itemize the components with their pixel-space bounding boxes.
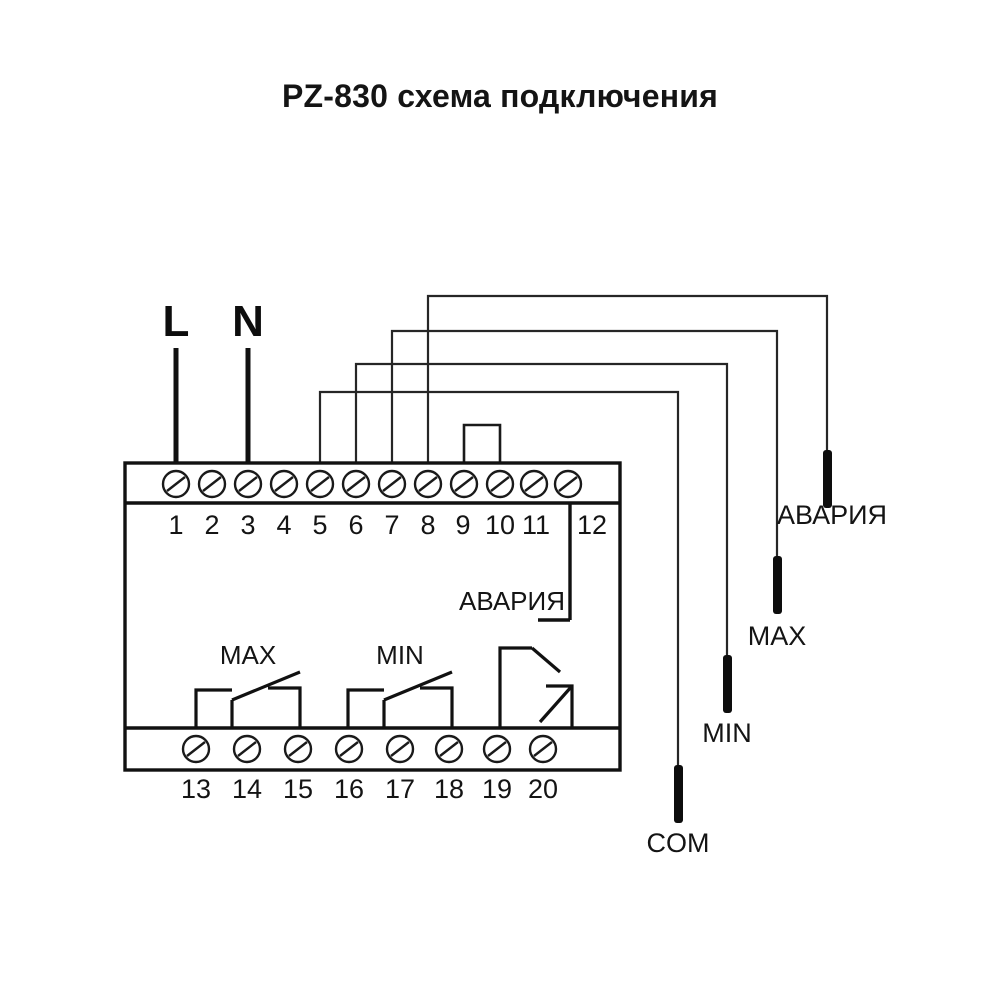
top-terminal-numbers: 1 2 3 4 5 6 7 8 9 10 11 12 [168, 510, 607, 540]
probe-label-com: COM [647, 828, 710, 858]
screw-11[interactable] [519, 469, 549, 499]
terminal-number-5: 5 [312, 510, 327, 540]
bottom-terminal-numbers: 13 14 15 16 17 18 19 20 [181, 774, 558, 804]
screw-19[interactable] [482, 734, 512, 764]
terminal-number-2: 2 [204, 510, 219, 540]
terminal-number-10: 10 [485, 510, 515, 540]
screw-10[interactable] [485, 469, 515, 499]
terminal-number-6: 6 [348, 510, 363, 540]
max-relay-label: MAX [220, 640, 276, 670]
screw-4[interactable] [269, 469, 299, 499]
terminal-number-7: 7 [384, 510, 399, 540]
screw-18[interactable] [434, 734, 464, 764]
probe-label-avariya: АВАРИЯ [777, 500, 887, 530]
wire-terminal-6-to-max [390, 329, 779, 556]
screw-2[interactable] [197, 469, 227, 499]
terminal-number-16: 16 [334, 774, 364, 804]
screw-5[interactable] [305, 469, 335, 499]
bottom-terminal-screws[interactable] [181, 734, 558, 764]
wire-terminal-8-to-com [318, 390, 680, 765]
page-title: PZ-830 схема подключения [282, 78, 718, 114]
probe-electrode-avariya [823, 450, 832, 508]
alarm-terminal-label: АВАРИЯ [459, 586, 565, 616]
screw-1[interactable] [161, 469, 191, 499]
screw-17[interactable] [385, 734, 415, 764]
probe-label-max: MAX [748, 621, 807, 651]
probe-electrode-max [773, 556, 782, 614]
terminal-number-11: 11 [522, 510, 550, 540]
screw-7[interactable] [377, 469, 407, 499]
screw-9[interactable] [449, 469, 479, 499]
probe-electrode-min [723, 655, 732, 713]
mains-label-n: N [232, 297, 264, 346]
terminal-number-4: 4 [276, 510, 291, 540]
alarm-relay-contact [498, 646, 574, 728]
wire-terminal-7-to-min [354, 362, 729, 655]
terminal-number-8: 8 [420, 510, 435, 540]
screw-8[interactable] [413, 469, 443, 499]
screw-20[interactable] [528, 734, 558, 764]
wire-terminal-5-to-avariya [426, 294, 829, 466]
screw-13[interactable] [181, 734, 211, 764]
terminal-number-20: 20 [528, 774, 558, 804]
screw-14[interactable] [232, 734, 262, 764]
probe-label-min: MIN [702, 718, 752, 748]
probe-electrode-com [674, 765, 683, 823]
terminal-number-15: 15 [283, 774, 313, 804]
terminal-number-1: 1 [168, 510, 183, 540]
terminal-number-19: 19 [482, 774, 512, 804]
terminal-number-17: 17 [385, 774, 415, 804]
screw-16[interactable] [334, 734, 364, 764]
min-relay-contact [346, 670, 454, 728]
terminal-number-13: 13 [181, 774, 211, 804]
top-terminal-screws[interactable] [161, 469, 583, 499]
screw-15[interactable] [283, 734, 313, 764]
screw-6[interactable] [341, 469, 371, 499]
terminal-number-12: 12 [577, 510, 607, 540]
terminal-number-14: 14 [232, 774, 262, 804]
terminal-number-3: 3 [240, 510, 255, 540]
screw-12[interactable] [553, 469, 583, 499]
jumper-9-10 [462, 423, 502, 466]
min-relay-label: MIN [376, 640, 424, 670]
device-enclosure [123, 461, 622, 772]
max-relay-contact [194, 670, 302, 728]
mains-label-l: L [163, 297, 190, 346]
terminal-number-9: 9 [455, 510, 470, 540]
screw-3[interactable] [233, 469, 263, 499]
terminal-number-18: 18 [434, 774, 464, 804]
